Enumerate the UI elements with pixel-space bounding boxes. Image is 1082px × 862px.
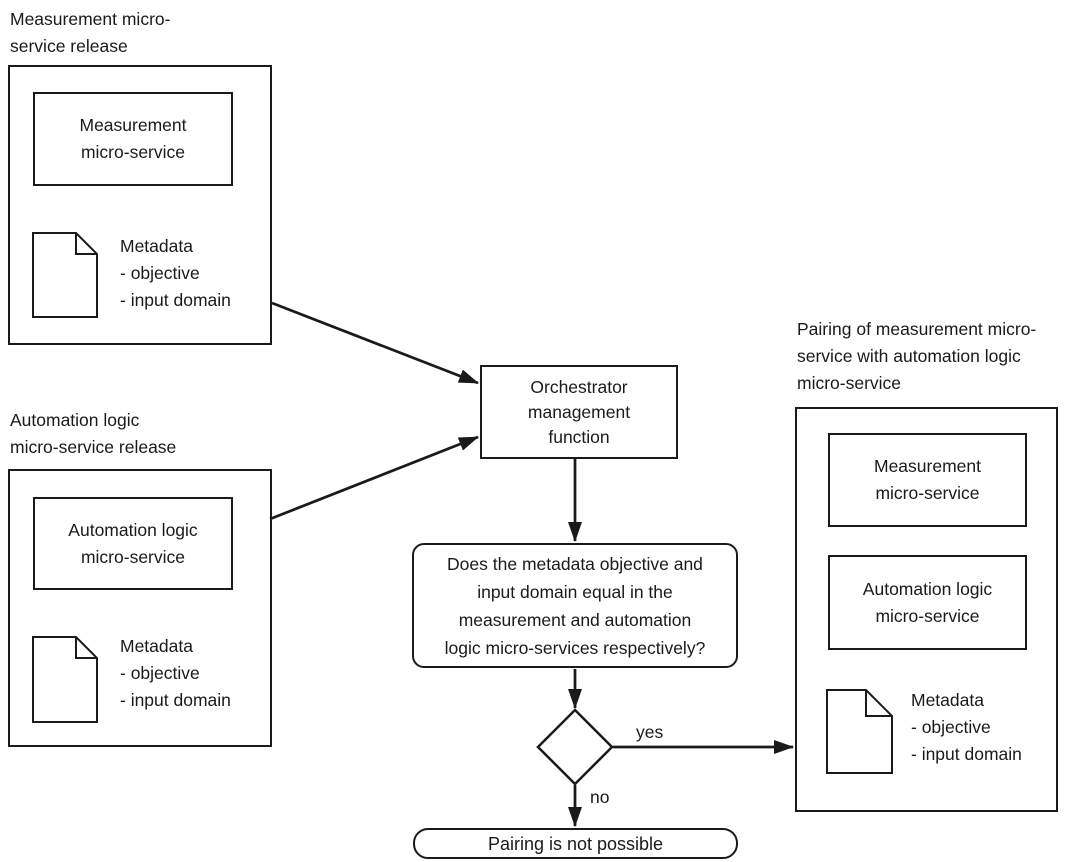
pairing-not-possible-box: Pairing is not possible [413, 828, 738, 859]
automation-metadata-text: Metadata - objective - input domain [120, 636, 231, 710]
pairing-measurement-box: Measurement micro-service [828, 433, 1027, 527]
pairing-metadata-text: Metadata - objective - input domain [911, 690, 1022, 764]
automation-microservice-box: Automation logic micro-service [33, 497, 233, 590]
orchestrator-box: Orchestrator management function [480, 365, 678, 459]
yes-edge-label: yes [636, 722, 664, 742]
decision-question-box: Does the metadata objective and input do… [412, 543, 738, 668]
arrow-measurement-to-orchestrator [271, 301, 479, 385]
automation-release-caption: Automation logic micro-service release [10, 410, 177, 457]
measurement-release-caption: Measurement micro- service release [10, 9, 171, 56]
pairing-result-caption: Pairing of measurement micro- service wi… [797, 319, 1037, 393]
no-edge-label: no [590, 787, 610, 807]
decision-diamond-icon [536, 708, 614, 786]
measurement-metadata-text: Metadata - objective - input domain [120, 236, 231, 310]
arrow-automation-to-orchestrator [269, 435, 479, 521]
pairing-automation-box: Automation logic micro-service [828, 555, 1027, 650]
measurement-microservice-box: Measurement micro-service [33, 92, 233, 186]
